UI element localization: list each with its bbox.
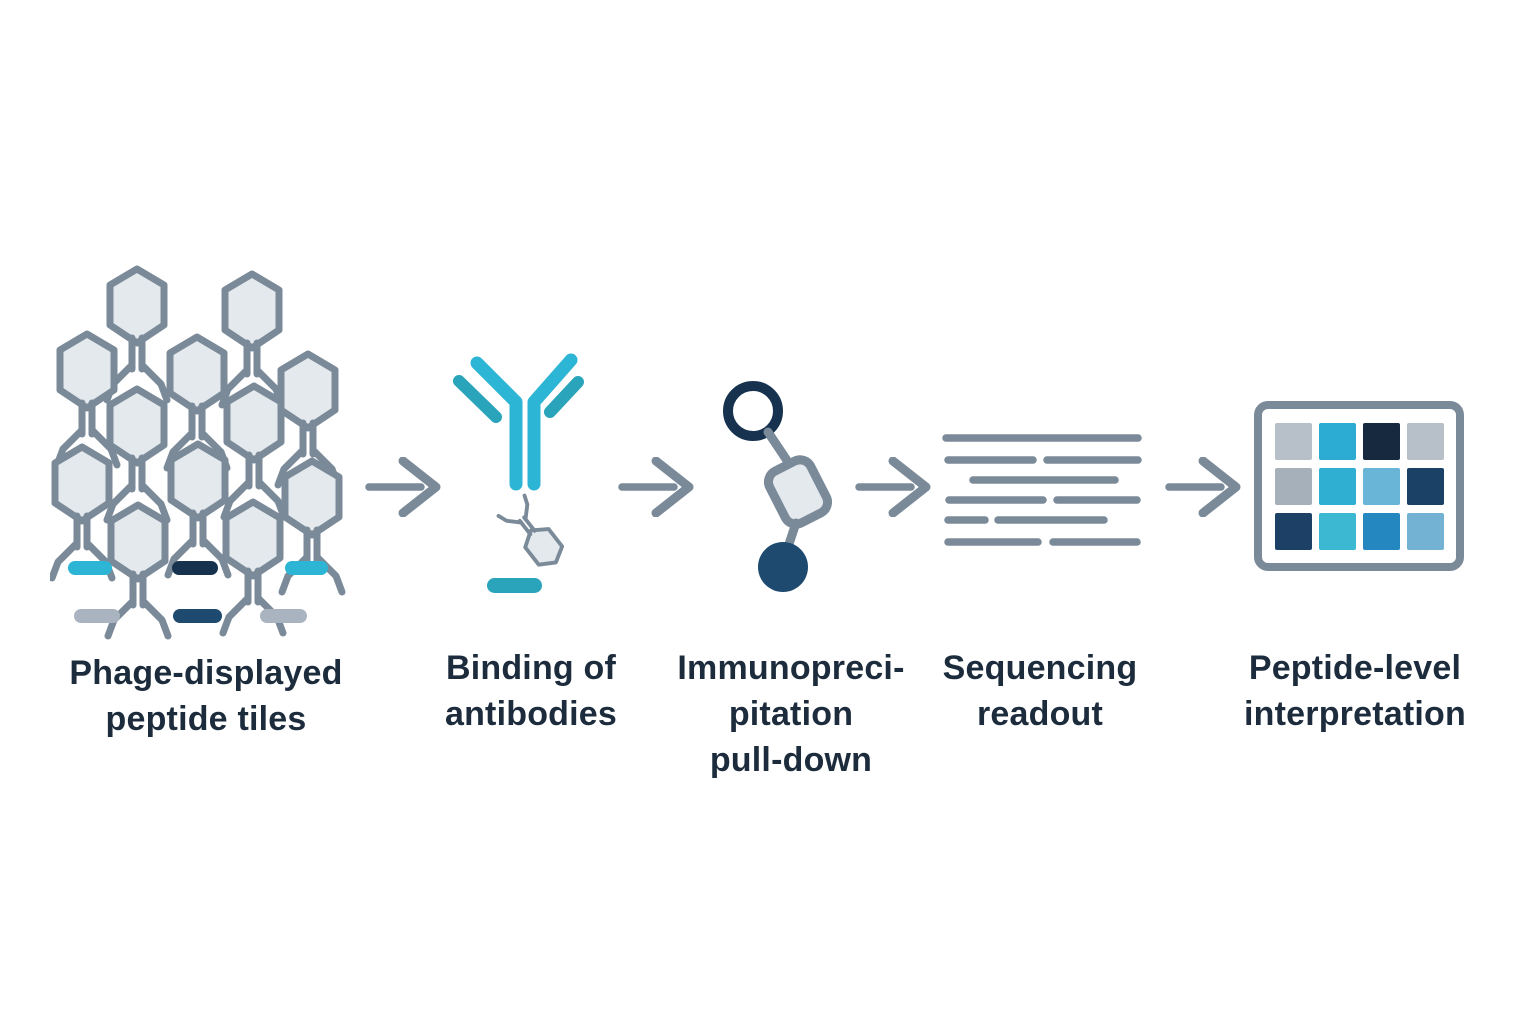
peptide-bar [260, 609, 307, 623]
step-label-phage-library: Phage-displayed peptide tiles [26, 650, 386, 742]
label-line: Sequencing [942, 649, 1138, 687]
heatmap-cell [1363, 423, 1400, 460]
peptide-bar [172, 561, 218, 575]
antibody-icon [453, 353, 584, 593]
heatmap-cell [1275, 468, 1312, 505]
heatmap-cell [1407, 468, 1444, 505]
heatmap-cell [1319, 468, 1356, 505]
peptide-bar [68, 561, 112, 575]
label-line: peptide tiles [105, 700, 307, 738]
antibody-heavy-chain [470, 356, 523, 491]
peptide-bar [487, 578, 542, 593]
peptide-bar [285, 561, 328, 575]
flow-arrow [618, 457, 694, 517]
sequencing-reads-icon [942, 434, 1142, 546]
heatmap-grid-icon [1254, 401, 1464, 571]
antibody-light-chain [544, 376, 584, 418]
heatmap-cell [1275, 423, 1312, 460]
flow-arrow [855, 457, 931, 517]
pulldown-bead-icon [723, 381, 833, 592]
label-line: pull-down [709, 741, 873, 779]
flow-arrow [1165, 457, 1241, 517]
heatmap-cell [1407, 513, 1444, 550]
capture-ring [723, 381, 783, 441]
heatmap-cell [1275, 513, 1312, 550]
label-line: Immunopreci- [677, 649, 905, 687]
magnetic-bead [758, 542, 808, 592]
step-label-immunoprecipitation: Immunopreci- pitation pull-down [611, 645, 971, 783]
peptide-bar [74, 609, 120, 623]
heatmap-cells [1275, 423, 1444, 550]
step-label-antibody-binding: Binding of antibodies [351, 645, 711, 737]
label-line: Binding of [445, 649, 617, 687]
flow-arrow [365, 457, 441, 517]
peptide-bar [173, 609, 222, 623]
heatmap-cell [1319, 423, 1356, 460]
antibody-heavy-chain [527, 353, 578, 491]
antigen-box [763, 455, 833, 529]
heatmap-cell [1363, 513, 1400, 550]
antibody-light-chain [453, 375, 502, 423]
heatmap-cell [1407, 423, 1444, 460]
label-line: pitation [728, 695, 854, 733]
bound-phage-icon [496, 493, 571, 575]
phage-cluster-icon [50, 260, 360, 640]
label-line: readout [976, 695, 1104, 733]
step-label-sequencing: Sequencing readout [860, 645, 1220, 737]
step-label-interpretation: Peptide-level interpretation [1175, 645, 1535, 737]
label-line: interpretation [1244, 695, 1466, 733]
label-line: Peptide-level [1248, 649, 1462, 687]
label-line: antibodies [444, 695, 618, 733]
linker-line [763, 427, 795, 470]
label-line: Phage-displayed [69, 654, 343, 692]
heatmap-cell [1363, 468, 1400, 505]
heatmap-cell [1319, 513, 1356, 550]
